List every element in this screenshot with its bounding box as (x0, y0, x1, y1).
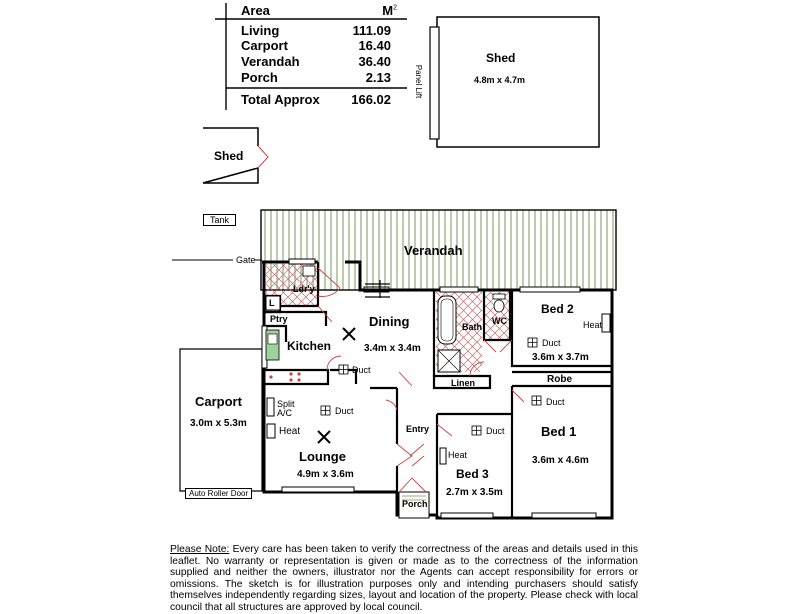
duct-label-bed3: Duct (486, 426, 505, 436)
split-ac-line2: A/C (277, 408, 293, 418)
area-row-label: Carport (241, 38, 288, 53)
ceiling-fan-dining (342, 327, 356, 341)
carport-label: Carport (195, 394, 242, 409)
note-text: Every care has been taken to verify the … (170, 544, 638, 613)
laundry-label: Ldr'y (293, 284, 315, 294)
floor-plan (172, 16, 617, 520)
area-row-value: 36.40 (358, 54, 391, 69)
sliding-door (365, 280, 390, 298)
area-row-value: 111.09 (352, 23, 391, 38)
verandah-area (260, 209, 617, 291)
area-row-label: Porch (241, 70, 278, 85)
heater-lounge (266, 423, 276, 439)
area-row-value: 16.40 (358, 38, 391, 53)
bed3-size: 2.7m x 3.5m (446, 487, 503, 498)
area-row-living: Living 111.09 (241, 23, 391, 38)
toilet-bowl (493, 299, 505, 313)
area-header-label: Area (241, 3, 270, 18)
shed-large-outline (436, 16, 600, 148)
shed-large-size: 4.8m x 4.7m (474, 75, 526, 85)
area-header: Area M2 (241, 3, 397, 18)
area-row-label: Verandah (241, 54, 300, 69)
wc-label: WC (492, 316, 507, 326)
shed-small-door (257, 145, 269, 169)
area-row-verandah: Verandah 36.40 (241, 54, 391, 69)
kitchen-label: Kitchen (287, 339, 332, 353)
area-unit-sup: 2 (393, 4, 397, 12)
bath-tub (437, 295, 457, 345)
split-ac-line1: Split (277, 399, 295, 409)
robe-label: Robe (547, 374, 572, 385)
auto-roller-door-label: Auto Roller Door (185, 488, 253, 499)
heat-label-lounge: Heat (279, 426, 301, 437)
duct-label-bed1: Duct (546, 397, 565, 407)
panel-lift-door (429, 26, 440, 140)
toilet-cistern (492, 293, 506, 300)
porch-steps (402, 495, 426, 501)
bed1-size: 3.6m x 4.6m (532, 455, 589, 466)
verandah-label: Verandah (404, 243, 463, 258)
note-heading: Please Note: (170, 544, 230, 555)
porch-label: Porch (402, 499, 428, 509)
entry-label: Entry (406, 424, 430, 434)
bath-label: Bath (462, 322, 482, 332)
interior-walls (264, 262, 614, 518)
area-row-carport: Carport 16.40 (241, 38, 391, 53)
dining-size: 3.4m x 3.4m (364, 343, 421, 354)
linen-label: Linen (451, 378, 475, 388)
area-table: Area M2 Living 111.09 Carport 16.40 Vera… (215, 0, 410, 112)
duct-label-bed2: Duct (542, 338, 561, 348)
bed2-label: Bed 2 (541, 302, 574, 316)
area-row-porch: Porch 2.13 (241, 70, 391, 85)
area-total-value: 166.02 (351, 92, 391, 107)
area-table-lines (215, 3, 407, 110)
duct-icons (320, 337, 542, 436)
heat-label-bed2: Heat (583, 320, 603, 330)
laundry-trough (302, 265, 316, 277)
heater-bed3 (439, 447, 447, 465)
area-total-label: Total Approx (241, 92, 320, 107)
kitchen-sink-bowl (267, 333, 278, 345)
disclaimer-note: Please Note: Every care has been taken t… (170, 544, 638, 614)
shed-small-outline (202, 127, 259, 184)
bed2-size: 3.6m x 3.7m (532, 352, 589, 363)
duct-label-lounge: Duct (335, 406, 354, 416)
tank-label: Tank (203, 214, 237, 226)
door-swings (317, 267, 525, 467)
gate-label: Gate (236, 255, 256, 265)
pantry-label: Ptry (270, 314, 288, 324)
stove-hotplates (269, 372, 301, 382)
carport-size: 3.0m x 5.3m (190, 418, 247, 429)
heat-label-bed3: Heat (448, 450, 468, 460)
panel-lift-label: Panel Lift (414, 64, 424, 99)
shed-small-label: Shed (214, 149, 244, 163)
area-unit: M2 (382, 3, 397, 18)
front-door (398, 477, 427, 493)
shower-cross (437, 349, 461, 373)
bed3-label: Bed 3 (456, 467, 489, 481)
area-row-total: Total Approx 166.02 (241, 92, 391, 107)
shed-large-label: Shed (486, 51, 516, 65)
area-unit-label: M (382, 3, 394, 18)
bed1-label: Bed 1 (541, 424, 577, 439)
dining-label: Dining (369, 314, 410, 329)
area-row-value: 2.13 (365, 70, 391, 85)
ceiling-fan-lounge (317, 430, 331, 444)
split-ac-unit (266, 397, 275, 417)
linen-small-label: L (269, 298, 275, 308)
heater-bed2 (601, 313, 611, 333)
linen-small-box (265, 295, 281, 311)
duct-label-dining: Duct (352, 365, 371, 375)
lounge-label: Lounge (299, 449, 346, 464)
bath-tub-inner (440, 298, 454, 342)
lounge-size: 4.9m x 3.6m (297, 469, 354, 480)
area-row-label: Living (241, 23, 280, 38)
carport-outline (179, 348, 263, 492)
